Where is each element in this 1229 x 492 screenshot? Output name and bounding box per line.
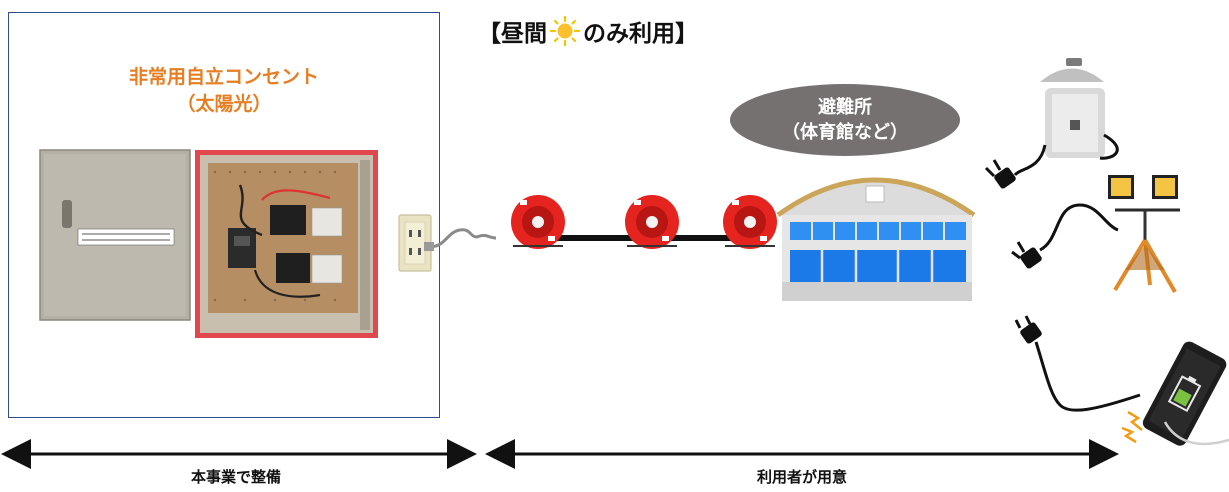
- wall-outlet: [398, 214, 497, 272]
- panel-title-line1: 非常用自立コンセント: [128, 66, 319, 88]
- gymnasium: [776, 177, 976, 301]
- panel-title: 非常用自立コンセント （太陽光）: [8, 64, 440, 118]
- electric-pot: [1013, 58, 1119, 177]
- plug-icon: [1014, 315, 1141, 412]
- panel-title-line2: （太陽光）: [176, 93, 272, 115]
- cable-reel: [625, 195, 679, 249]
- sun-icon: [549, 16, 581, 46]
- cable-reel: [511, 195, 565, 249]
- shelter-line2: （体育館など）: [782, 122, 908, 143]
- plug-icon: [1011, 203, 1119, 269]
- cable-reel: [723, 195, 777, 249]
- header-title-right: のみ利用】: [583, 21, 698, 47]
- shelter-line1: 避難所: [818, 97, 872, 118]
- cabinet-interior: [195, 150, 378, 338]
- work-light: [1108, 175, 1180, 293]
- header-title: 【昼間 のみ利用】: [478, 14, 698, 48]
- header-title-left: 【昼間: [478, 21, 547, 47]
- cable-reel-chain: [511, 195, 777, 249]
- shelter-badge: 避難所 （体育館など）: [730, 84, 960, 156]
- cabinet-door: [39, 149, 191, 321]
- plug-icon: [984, 159, 1016, 189]
- smartphone: [1121, 341, 1229, 446]
- scope-label-left: 本事業で整備: [190, 468, 281, 486]
- scope-label-right: 利用者が用意: [756, 468, 847, 486]
